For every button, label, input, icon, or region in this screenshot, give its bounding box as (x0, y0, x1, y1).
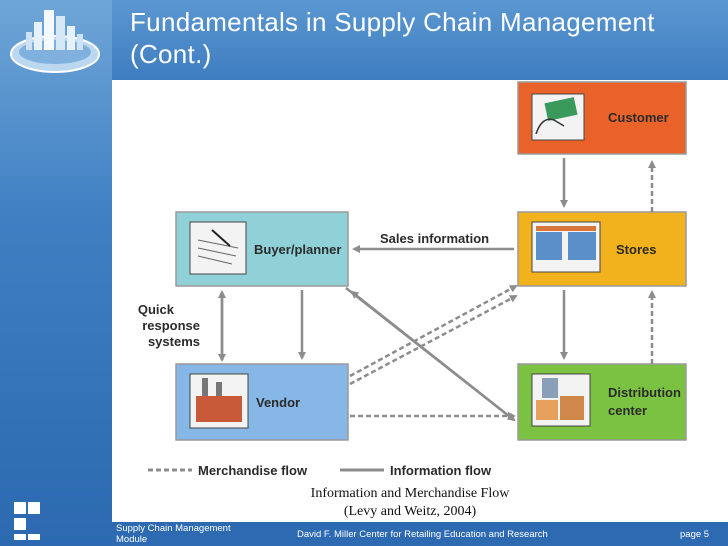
credit-card-hand-icon (531, 93, 585, 141)
legend: Merchandise flow Information flow (148, 463, 492, 478)
footer-left-line1: Supply Chain Management (116, 523, 231, 534)
buyer-planner-label: Buyer/planner (254, 242, 341, 257)
supply-chain-flow-diagram: Customer Stores Distribution center Buye… (138, 81, 687, 478)
storefront-icon (531, 221, 601, 273)
merchandise-flow-arrows (349, 160, 656, 420)
footer-organization: David F. Miller Center for Retailing Edu… (297, 529, 548, 540)
factory-icon (189, 373, 249, 429)
footer-left-line2: Module (116, 534, 148, 545)
node-stores: Stores (517, 211, 687, 287)
distribution-label-line2: center (608, 403, 647, 418)
quick-response-label-line2: response (142, 318, 200, 333)
legend-merchandise-label: Merchandise flow (198, 463, 308, 478)
decorative-squares-icon (10, 498, 46, 542)
footer-module-name: Supply Chain Management Module (116, 523, 256, 545)
sales-information-label: Sales information (380, 231, 489, 246)
quick-response-label-line3: systems (148, 334, 200, 349)
sidebar-strip (0, 0, 112, 546)
node-buyer-planner: Buyer/planner (175, 211, 349, 287)
quick-response-label-line1: Quick (138, 302, 175, 317)
caption-line2: (Levy and Weitz, 2004) (343, 504, 477, 519)
figure-caption: Information and Merchandise Flow (Levy a… (260, 485, 560, 521)
distribution-label-line1: Distribution (608, 385, 681, 400)
information-flow-arrows (218, 158, 568, 422)
stores-label: Stores (616, 242, 656, 257)
footer-page-number: page 5 (680, 529, 710, 540)
globe-city-logo-icon (10, 10, 100, 73)
title-banner (112, 0, 728, 80)
slide-title: Fundamentals in Supply Chain Management … (130, 6, 720, 70)
caption-line1: Information and Merchandise Flow (310, 486, 510, 501)
footer-bar (112, 522, 728, 546)
slide-title-line2: (Cont.) (130, 39, 212, 69)
boxes-icon (531, 373, 591, 427)
vendor-label: Vendor (256, 395, 300, 410)
hand-writing-icon (189, 221, 247, 275)
customer-label: Customer (608, 110, 669, 125)
legend-information-label: Information flow (390, 463, 492, 478)
node-distribution-center: Distribution center (517, 363, 687, 441)
slide-title-line1: Fundamentals in Supply Chain Management (130, 7, 655, 37)
node-customer: Customer (517, 81, 687, 155)
node-vendor: Vendor (175, 363, 349, 441)
